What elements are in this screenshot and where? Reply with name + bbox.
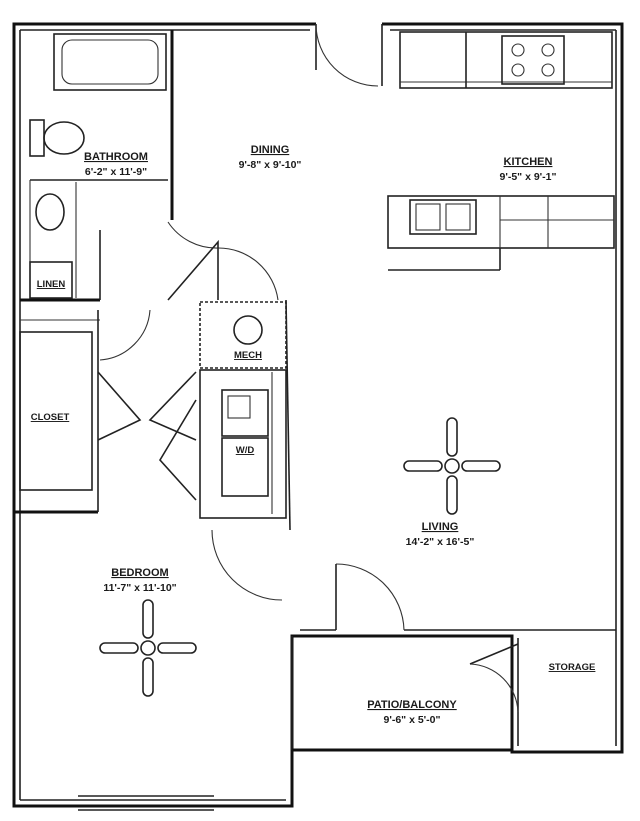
washer-dryer-icon	[221, 389, 269, 497]
closet-label: CLOSET	[31, 412, 70, 423]
bathtub-icon	[53, 33, 167, 91]
bedroom-dims: 11'-7" x 11'-10"	[103, 582, 176, 594]
mech-label: MECH	[234, 350, 262, 361]
wd-label: W/D	[236, 445, 255, 456]
linen-closet	[29, 261, 73, 299]
sink-icon	[35, 193, 65, 231]
kitchen-dims: 9'-5" x 9'-1"	[500, 171, 557, 183]
linen-label: LINEN	[37, 279, 66, 290]
kitchen-fixtures	[399, 31, 613, 89]
outer-walls	[12, 22, 624, 808]
dining-dims: 9'-8" x 9'-10"	[239, 159, 302, 171]
toilet-icon	[29, 119, 85, 157]
entry-door	[315, 23, 383, 87]
storage-label: STORAGE	[549, 662, 596, 673]
water-heater-icon	[233, 315, 263, 345]
kitchen-name: KITCHEN	[504, 156, 553, 168]
dining-name: DINING	[251, 144, 290, 156]
patio-storage-walls	[291, 563, 616, 752]
bathroom-dims: 6'-2" x 11'-9"	[85, 166, 147, 178]
bathroom-door	[167, 221, 219, 249]
living-name: LIVING	[422, 521, 459, 533]
living-dims: 14'-2" x 16'-5"	[406, 536, 475, 548]
patio-dims: 9'-6" x 5'-0"	[384, 714, 441, 726]
core-walls	[167, 239, 291, 601]
bedroom-window	[78, 795, 214, 811]
patio-name: PATIO/BALCONY	[367, 699, 457, 711]
bedroom-name: BEDROOM	[111, 567, 168, 579]
bathroom-name: BATHROOM	[84, 151, 148, 163]
bathroom-walls	[20, 30, 174, 302]
ceiling-fan-icon	[403, 417, 501, 515]
ceiling-fan-icon	[99, 599, 197, 697]
closet-walls	[14, 309, 197, 514]
kitchen-island	[387, 195, 615, 271]
kitchen-sink-icon	[409, 199, 477, 235]
stove-icon	[501, 35, 565, 85]
